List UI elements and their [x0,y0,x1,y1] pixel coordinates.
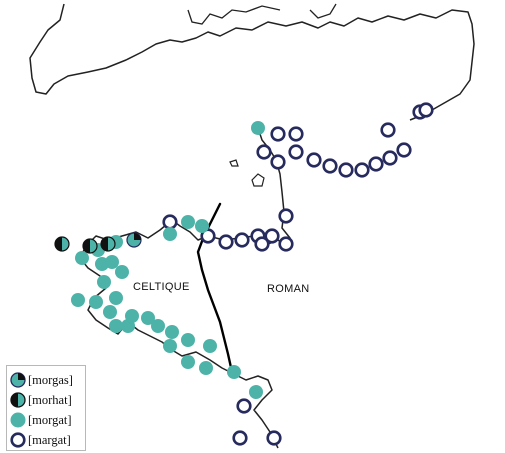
marker-morgat [227,365,241,379]
marker-morgat [203,339,217,353]
marker-margat [200,228,216,244]
marker-morgat [105,255,119,269]
marker-morgat [97,275,111,289]
marker-morgat [141,311,155,325]
circle-quarter-black-icon [10,372,26,388]
marker-morgat [181,215,195,229]
marker-morgat [199,361,213,375]
marker-margat [254,236,270,252]
legend-label-morhat: [morhat] [28,392,72,407]
legend-item-morhat: [morhat] [9,390,72,410]
marker-margat [278,208,294,224]
marker-margat [306,152,322,168]
island-medium [251,173,265,187]
marker-morgat [125,309,139,323]
marker-morgat [251,121,265,135]
legend-item-morgat: [morgat] [9,410,72,430]
legend-item-margat: [margat] [9,430,71,450]
marker-margat [270,154,286,170]
marker-morgat [195,219,209,233]
marker-margat [234,232,250,248]
marker-morgas [126,232,142,248]
marker-morgat [115,265,129,279]
marker-morgat [163,339,177,353]
marker-morgat [109,319,123,333]
marker-morgat [75,251,89,265]
legend-label-margat: [margat] [28,432,71,447]
coastline-north [29,3,475,121]
circle-half-black-icon [10,392,26,408]
marker-margat [338,162,354,178]
marker-morhat [100,236,116,252]
marker-morgat [89,295,103,309]
marker-margat [236,398,252,414]
island-small [229,159,239,167]
marker-margat [162,214,178,230]
marker-margat [380,122,396,138]
marker-morgat [163,227,177,241]
marker-morgat [103,305,117,319]
legend-label-morgas: [morgas] [28,372,73,387]
circle-teal-filled-icon [10,412,26,428]
marker-morgat [151,319,165,333]
legend-label-morgat: [morgat] [28,412,72,427]
dialect-markers [54,102,434,446]
marker-margat [418,102,434,118]
marker-morgat [109,291,123,305]
marker-morgat [181,355,195,369]
marker-margat [288,126,304,142]
marker-margat [218,234,234,250]
coastline-peninsula [187,5,281,25]
marker-margat [368,156,384,172]
coastline-inlet [309,3,337,19]
marker-margat [288,144,304,160]
marker-morhat [82,238,98,254]
circle-navy-ring-icon [10,432,26,448]
legend-item-morgas: [morgas] [9,370,73,390]
marker-margat [396,142,412,158]
marker-margat [382,150,398,166]
marker-margat [266,430,282,446]
marker-morhat [54,236,70,252]
legend: [morgas] [morhat] [morgat] [margat] [6,365,86,451]
label-roman: ROMAN [267,283,309,295]
marker-margat [322,158,338,174]
marker-margat [256,144,272,160]
marker-margat [354,162,370,178]
marker-morgat [165,325,179,339]
marker-margat [232,430,248,446]
marker-margat [264,228,280,244]
label-celtique: CELTIQUE [133,281,190,293]
marker-morgat [71,293,85,307]
marker-margat [270,126,286,142]
marker-morgat [249,385,263,399]
marker-margat [278,236,294,252]
marker-morgat [181,333,195,347]
